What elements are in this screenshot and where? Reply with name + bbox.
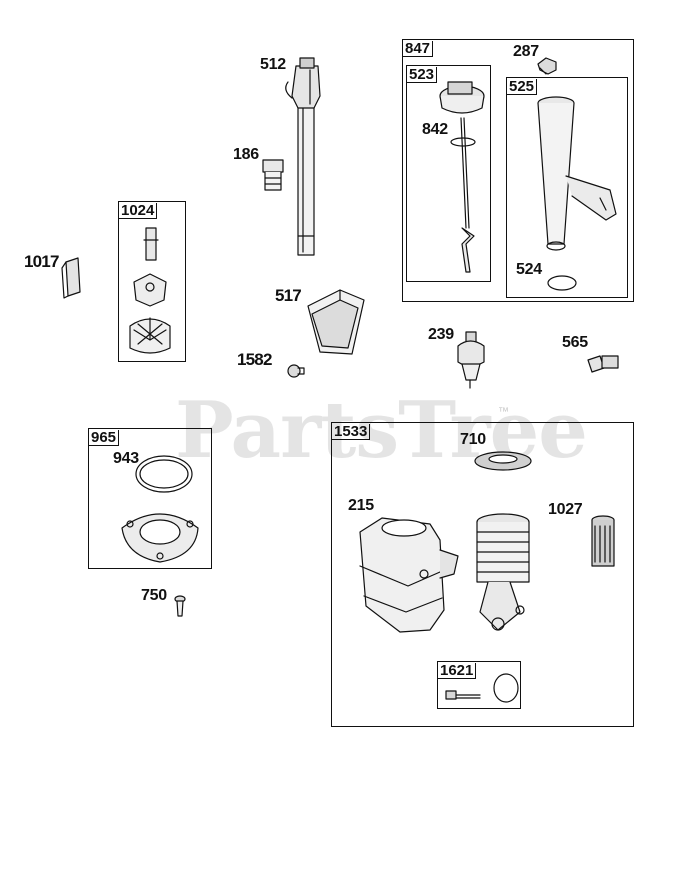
callout-1017: 1017 — [24, 252, 59, 271]
group-label-847: 847 — [403, 41, 434, 57]
part-215-housing[interactable] — [359, 517, 459, 633]
callout-565: 565 — [562, 334, 588, 351]
group-label-965: 965 — [89, 430, 120, 446]
part-710-seal[interactable] — [474, 451, 532, 471]
group-frame-847 — [402, 39, 634, 302]
group-frame-1621 — [437, 661, 521, 709]
part-1582-screw[interactable] — [287, 364, 305, 378]
group-label-1621: 1621 — [438, 663, 477, 679]
group-frame-965 — [88, 428, 212, 569]
group-frame-525 — [506, 77, 628, 298]
callout-842: 842 — [422, 121, 448, 138]
callout-517: 517 — [275, 286, 302, 305]
callout-750: 750 — [141, 587, 167, 604]
group-label-1533: 1533 — [332, 424, 371, 440]
part-750-screw[interactable] — [174, 595, 186, 617]
callout-186: 186 — [233, 146, 259, 163]
callout-287: 287 — [513, 43, 539, 60]
callout-1027: 1027 — [548, 501, 583, 518]
group-frame-1024 — [118, 201, 186, 362]
part-565-bolt[interactable] — [587, 355, 619, 373]
part-1017-clip[interactable] — [61, 257, 81, 299]
part-965-plate[interactable] — [121, 513, 199, 563]
callout-943: 943 — [113, 450, 139, 467]
part-525-fill-tube[interactable] — [537, 96, 617, 291]
part-523-dipstick[interactable] — [439, 81, 485, 273]
callout-215: 215 — [348, 497, 374, 514]
group-label-523: 523 — [407, 67, 438, 83]
callout-710: 710 — [460, 431, 486, 448]
part-186-plug[interactable] — [262, 159, 284, 191]
group-frame-523 — [406, 65, 491, 282]
group-label-1024: 1024 — [119, 203, 158, 219]
part-1621-kit[interactable] — [445, 673, 519, 703]
part-287-screw[interactable] — [537, 57, 557, 75]
callout-1582: 1582 — [237, 350, 272, 369]
group-frame-1533 — [331, 422, 634, 727]
part-517-bracket[interactable] — [307, 289, 365, 355]
callout-239: 239 — [428, 326, 454, 343]
callout-524: 524 — [516, 261, 542, 278]
part-1533-filter-assembly[interactable] — [476, 513, 530, 631]
part-1027-filter[interactable] — [591, 515, 615, 567]
callout-512: 512 — [260, 56, 286, 73]
part-512-dipstick-tube[interactable] — [285, 57, 321, 256]
part-239-valve[interactable] — [457, 331, 485, 389]
group-label-525: 525 — [507, 79, 538, 95]
part-943-gasket[interactable] — [135, 455, 193, 493]
watermark-trademark: ™ — [498, 406, 509, 418]
part-1024-oil-fill-kit[interactable] — [129, 227, 171, 354]
